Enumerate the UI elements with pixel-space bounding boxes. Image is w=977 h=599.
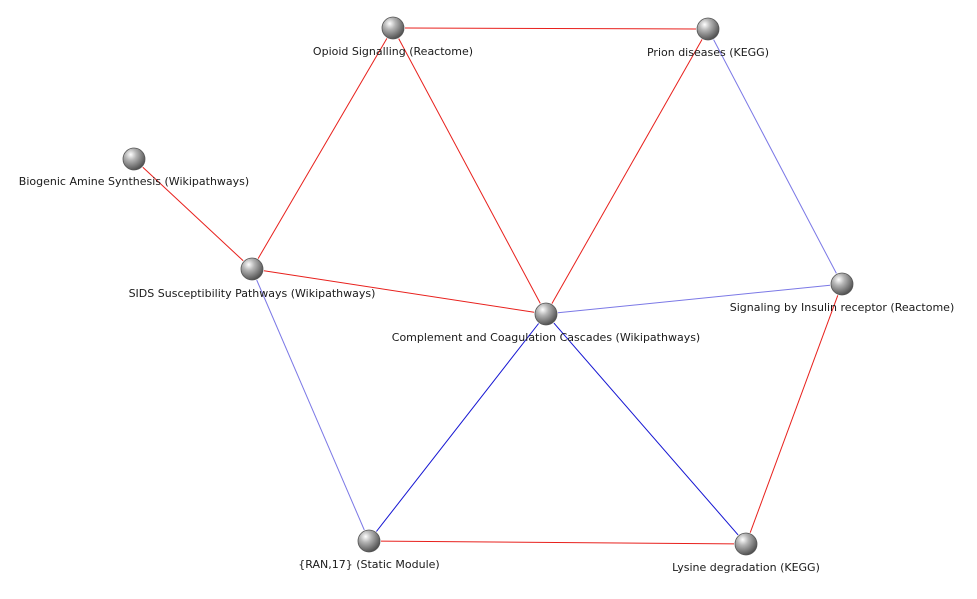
edge-opioid-prion [404, 27, 697, 30]
node-circle-insulin[interactable] [830, 272, 854, 296]
node-label-complement: Complement and Coagulation Cascades (Wik… [392, 331, 700, 344]
node-circle-sids[interactable] [240, 257, 264, 281]
node-label-insulin: Signaling by Insulin receptor (Reactome) [730, 301, 955, 314]
node-insulin[interactable]: Signaling by Insulin receptor (Reactome) [730, 272, 955, 314]
edge-complement-insulin [557, 284, 831, 314]
node-label-prion: Prion diseases (KEGG) [647, 46, 769, 59]
edge-complement-lysine [553, 322, 739, 536]
node-label-lysine: Lysine degradation (KEGG) [672, 561, 820, 574]
edge-complement-ran [376, 323, 539, 532]
node-circle-lysine[interactable] [734, 532, 758, 556]
node-lysine[interactable]: Lysine degradation (KEGG) [672, 532, 820, 574]
edge-opioid-complement [398, 38, 541, 304]
edges [142, 27, 839, 545]
edge-sids-complement [263, 270, 535, 313]
node-label-sids: SIDS Susceptibility Pathways (Wikipathwa… [129, 287, 376, 300]
node-circle-prion[interactable] [696, 17, 720, 41]
node-ran[interactable]: {RAN,17} (Static Module) [298, 529, 440, 571]
node-circle-biogenic[interactable] [122, 147, 146, 171]
node-circle-ran[interactable] [357, 529, 381, 553]
node-label-ran: {RAN,17} (Static Module) [298, 558, 439, 571]
edge-ran-lysine [380, 540, 735, 545]
nodes: Opioid Signalling (Reactome) Prion diseas… [19, 16, 955, 574]
node-label-biogenic: Biogenic Amine Synthesis (Wikipathways) [19, 175, 249, 188]
node-complement[interactable]: Complement and Coagulation Cascades (Wik… [392, 302, 700, 344]
node-circle-opioid[interactable] [381, 16, 405, 40]
edge-prion-insulin [713, 39, 837, 274]
edge-sids-ran [256, 279, 365, 531]
edge-biogenic-sids [142, 166, 244, 262]
edge-opioid-sids [257, 38, 388, 259]
node-prion[interactable]: Prion diseases (KEGG) [647, 17, 769, 59]
node-circle-complement[interactable] [534, 302, 558, 326]
node-opioid[interactable]: Opioid Signalling (Reactome) [313, 16, 473, 58]
node-sids[interactable]: SIDS Susceptibility Pathways (Wikipathwa… [129, 257, 376, 300]
node-biogenic[interactable]: Biogenic Amine Synthesis (Wikipathways) [19, 147, 249, 188]
edge-prion-complement [551, 39, 703, 304]
edge-insulin-lysine [749, 295, 839, 533]
node-label-opioid: Opioid Signalling (Reactome) [313, 45, 473, 58]
